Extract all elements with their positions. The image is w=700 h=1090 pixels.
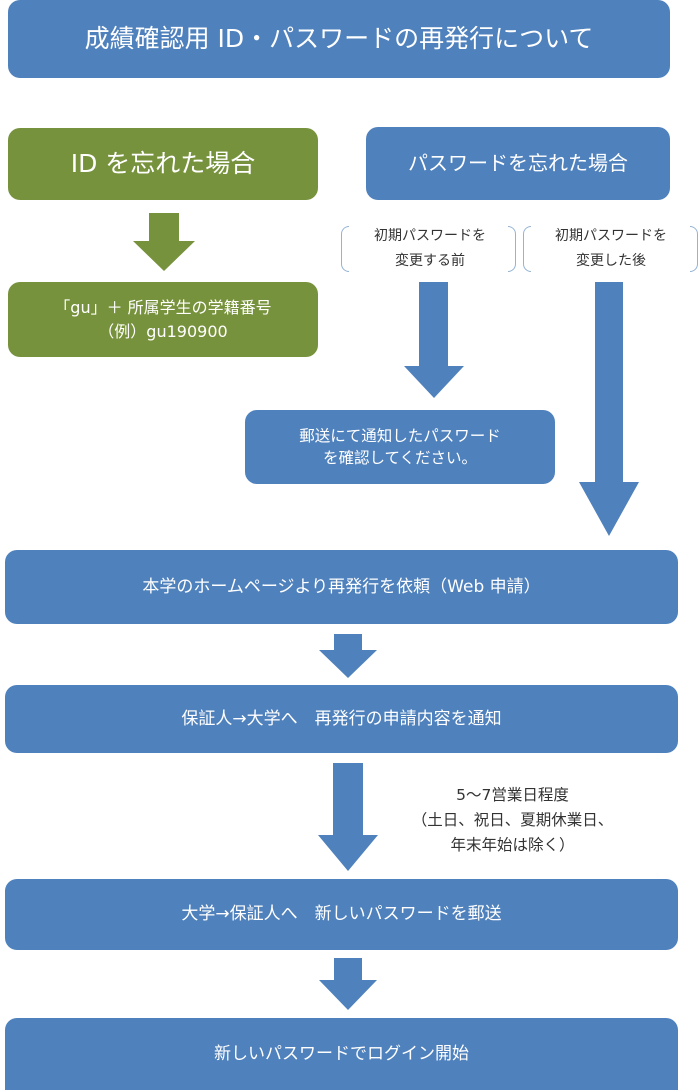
step-mail-new-password-text: 大学→保証人へ 新しいパスワードを郵送 [181, 904, 502, 925]
id-result-box: 「gu」＋ 所属学生の学籍番号 （例）gu190900 [8, 282, 318, 357]
timing-note: 5～7営業日程度 （土日、祝日、夏期休業日、 年末年始は除く） [380, 783, 645, 857]
bracket-left-close [508, 226, 516, 272]
password-forgotten-box: パスワードを忘れた場合 [366, 127, 670, 200]
step-1-arrow-down-icon [319, 634, 377, 678]
condition-before-change: 初期パスワードを 変更する前 [350, 224, 510, 273]
condition-before-line-2: 変更する前 [395, 252, 465, 269]
after-change-arrow-down-icon [579, 282, 639, 536]
step-login-box: 新しいパスワードでログイン開始 [5, 1018, 678, 1090]
bracket-right-open [523, 226, 531, 272]
check-mailed-line-1: 郵送にて通知したパスワード [299, 426, 501, 445]
bracket-right-close [690, 226, 698, 272]
condition-after-line-2: 変更した後 [576, 252, 646, 269]
page-title: 成績確認用 ID・パスワードの再発行について [84, 23, 594, 53]
condition-after-change: 初期パスワードを 変更した後 [532, 224, 690, 273]
id-forgotten-box: ID を忘れた場合 [8, 128, 318, 200]
check-mailed-line-2: を確認してください。 [322, 449, 478, 467]
id-result-line-1: 「gu」＋ 所属学生の学籍番号 [54, 298, 272, 318]
step-mail-new-password-box: 大学→保証人へ 新しいパスワードを郵送 [5, 879, 678, 950]
id-arrow-down-icon [133, 213, 195, 271]
step-login-text: 新しいパスワードでログイン開始 [214, 1043, 469, 1064]
step-notify-university-text: 保証人→大学へ 再発行の申請内容を通知 [181, 708, 502, 729]
step-request-reissue-box: 本学のホームページより再発行を依頼（Web 申請） [5, 550, 678, 624]
step-2-arrow-down-icon [318, 763, 378, 871]
title-box: 成績確認用 ID・パスワードの再発行について [8, 0, 670, 78]
step-3-arrow-down-icon [319, 958, 377, 1010]
before-change-arrow-down-icon [404, 282, 464, 398]
condition-before-line-1: 初期パスワードを [374, 228, 486, 244]
step-notify-university-box: 保証人→大学へ 再発行の申請内容を通知 [5, 685, 678, 753]
timing-note-line-2: （土日、祝日、夏期休業日、 [411, 810, 614, 829]
timing-note-line-1: 5～7営業日程度 [456, 786, 569, 804]
step-request-reissue-text: 本学のホームページより再発行を依頼（Web 申請） [142, 576, 541, 597]
password-forgotten-heading: パスワードを忘れた場合 [408, 151, 628, 175]
bracket-left-open [341, 226, 349, 272]
check-mailed-password-box: 郵送にて通知したパスワード を確認してください。 [245, 410, 555, 484]
id-result-line-2: （例）gu190900 [98, 321, 228, 341]
id-forgotten-heading: ID を忘れた場合 [70, 148, 256, 178]
timing-note-line-3: 年末年始は除く） [450, 835, 575, 854]
condition-after-line-1: 初期パスワードを [555, 228, 667, 244]
